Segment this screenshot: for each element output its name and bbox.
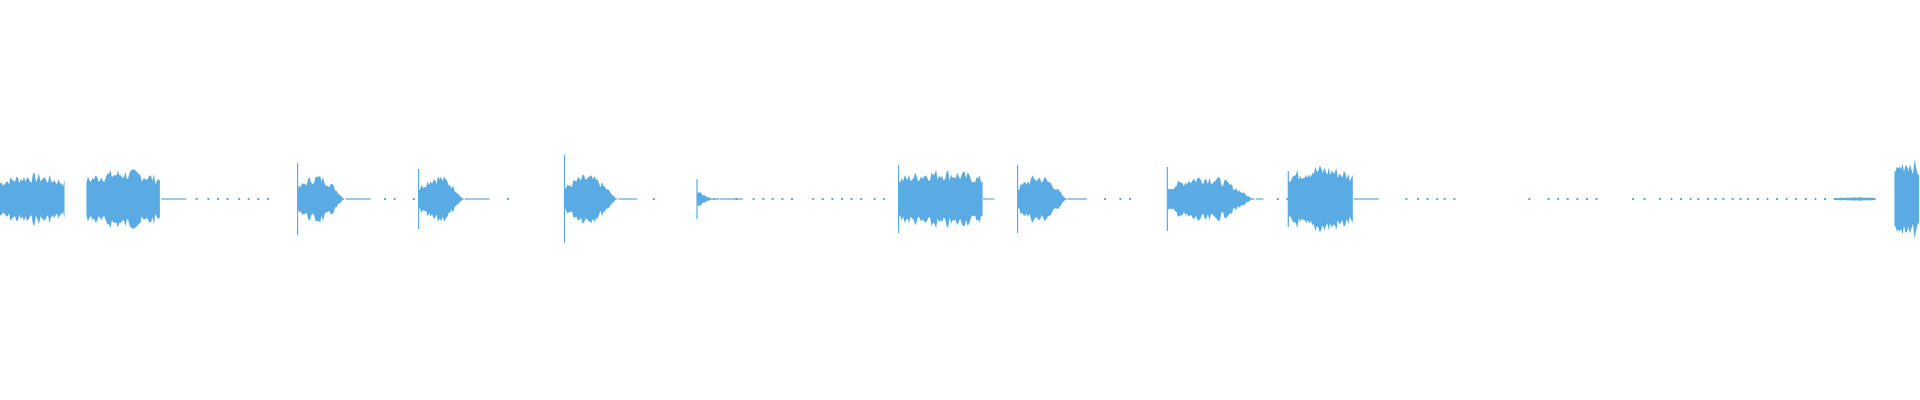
waveform-noise-dot-45 — [1595, 198, 1598, 200]
waveform-noise-dot-57 — [1739, 198, 1742, 200]
waveform-noise-dots — [195, 198, 1826, 200]
waveform-noise-dot-38 — [1453, 198, 1456, 200]
waveform-segment-8 — [1017, 175, 1068, 223]
waveform-noise-dot-25 — [860, 198, 863, 200]
waveform-noise-dot-7 — [257, 198, 260, 200]
waveform-noise-dot-48 — [1658, 198, 1661, 200]
waveform-noise-dot-32 — [1286, 198, 1289, 200]
waveform-noise-dot-51 — [1689, 198, 1692, 200]
waveform-segment-11 — [1833, 197, 1876, 201]
waveform-noise-dot-11 — [412, 198, 415, 200]
waveform-noise-dot-66 — [1824, 198, 1826, 200]
waveform-noise-dot-30 — [1129, 198, 1131, 200]
waveform-noise-dot-19 — [791, 198, 793, 200]
waveform-noise-dot-64 — [1804, 198, 1807, 200]
waveform-noise-dot-54 — [1714, 198, 1717, 200]
waveform-noise-dot-65 — [1814, 198, 1817, 200]
waveform-segment-3 — [297, 175, 345, 223]
waveform-noise-dot-41 — [1557, 198, 1560, 200]
waveform-noise-dot-9 — [384, 198, 386, 200]
waveform-noise-dot-5 — [238, 198, 241, 200]
waveform-noise-dot-23 — [841, 198, 843, 200]
waveform-noise-dot-42 — [1566, 198, 1569, 200]
waveform-noise-dot-2 — [207, 198, 210, 200]
waveform-noise-dot-17 — [771, 198, 774, 200]
waveform-noise-dot-59 — [1756, 198, 1759, 200]
waveform-noise-dot-18 — [781, 198, 784, 200]
waveform-noise-dot-63 — [1795, 198, 1798, 200]
waveform-noise-dot-34 — [1417, 198, 1419, 200]
waveform-noise-dot-24 — [850, 198, 853, 200]
waveform-segment-1 — [0, 173, 65, 225]
waveform-noise-dot-35 — [1426, 198, 1429, 200]
waveform-segment-2 — [86, 169, 160, 229]
waveform-segment-12 — [1895, 159, 1919, 239]
waveform-segment-5 — [564, 174, 617, 224]
waveform-noise-dot-26 — [873, 198, 876, 200]
waveform-noise-dot-50 — [1680, 198, 1682, 200]
waveform-noise-dot-20 — [812, 198, 815, 200]
waveform-noise-dot-56 — [1731, 198, 1734, 200]
waveform-noise-dot-53 — [1706, 198, 1709, 200]
waveform-noise-dot-12 — [506, 198, 509, 200]
waveform-segment-7 — [898, 169, 983, 229]
waveform-noise-dot-22 — [831, 198, 834, 200]
waveform-noise-dot-28 — [1104, 198, 1106, 200]
waveform-noise-dot-55 — [1722, 198, 1725, 200]
waveform-noise-dot-3 — [217, 198, 219, 200]
waveform-segment-4 — [418, 176, 464, 222]
waveform-noise-dot-58 — [1747, 198, 1750, 200]
waveform-segments — [0, 155, 1919, 243]
waveform-noise-dot-13 — [652, 198, 655, 200]
waveform-noise-dot-10 — [393, 198, 396, 200]
waveform-noise-dot-36 — [1436, 198, 1439, 200]
waveform-segment-10 — [1288, 165, 1353, 233]
waveform-noise-dot-33 — [1405, 198, 1408, 200]
waveform-noise-dot-16 — [762, 198, 765, 200]
waveform-noise-dot-15 — [752, 198, 755, 200]
waveform-noise-dot-43 — [1576, 198, 1579, 200]
waveform-noise-dot-1 — [195, 198, 198, 200]
waveform-noise-dot-27 — [883, 198, 886, 200]
waveform-noise-dot-52 — [1697, 198, 1700, 200]
waveform-segment-9 — [1167, 176, 1255, 222]
waveform-noise-dot-49 — [1670, 198, 1673, 200]
waveform-noise-dot-47 — [1643, 198, 1646, 200]
waveform-noise-dot-37 — [1443, 198, 1446, 200]
waveform-noise-dot-6 — [247, 198, 250, 200]
waveform-noise-dot-60 — [1766, 198, 1769, 200]
waveform-noise-dot-21 — [821, 198, 824, 200]
waveform-noise-dot-62 — [1785, 198, 1788, 200]
waveform-noise-dot-14 — [735, 198, 738, 200]
waveform-noise-dot-46 — [1632, 198, 1634, 200]
waveform-noise-dot-61 — [1776, 198, 1778, 200]
waveform-noise-dot-40 — [1547, 198, 1550, 200]
waveform-segment-6 — [697, 191, 720, 207]
waveform-noise-dot-39 — [1528, 198, 1531, 200]
waveform-noise-dot-4 — [226, 198, 229, 200]
waveform-noise-dot-29 — [1119, 198, 1122, 200]
waveform-noise-dot-44 — [1585, 198, 1588, 200]
waveform-noise-dot-8 — [266, 198, 269, 200]
waveform-noise-dot-31 — [1276, 198, 1279, 200]
